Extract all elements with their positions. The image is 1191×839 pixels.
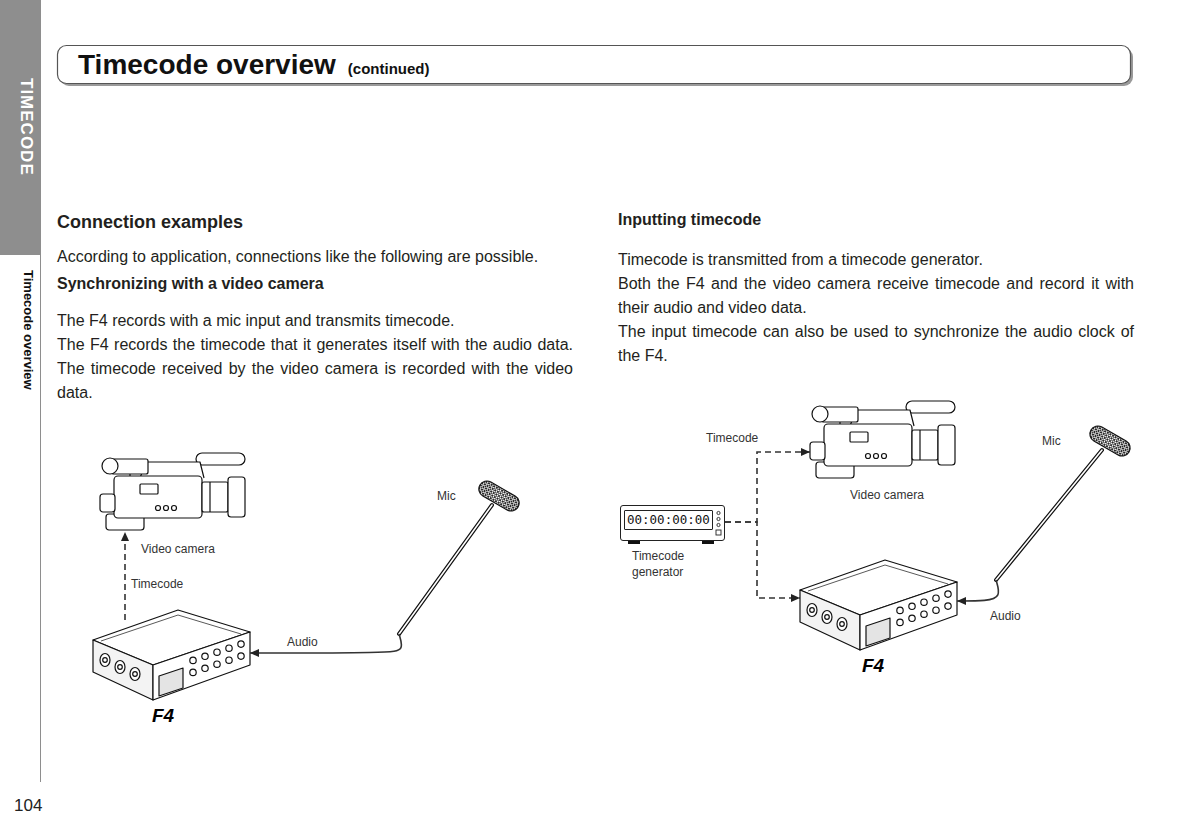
subheading: Synchronizing with a video camera	[57, 272, 573, 296]
mic-windscreen	[1087, 423, 1133, 459]
generator-foot	[702, 541, 714, 544]
connector-label: Audio	[285, 635, 320, 649]
status-leds	[715, 509, 722, 537]
body-text: The F4 records with a mic input and tran…	[57, 309, 573, 333]
generator-foot	[628, 541, 640, 544]
subheading: Inputting timecode	[618, 208, 1134, 232]
shotgun-mic	[399, 478, 522, 634]
timecode-link	[725, 522, 800, 598]
section-tab-label: TIMECODE	[16, 78, 36, 176]
recorder-illustration	[93, 610, 250, 700]
product-logo: F4	[862, 656, 884, 676]
microphone: Mic	[990, 428, 1132, 580]
video-camera-illustration	[810, 401, 955, 478]
video-camera: Video camera	[100, 450, 245, 532]
device-label: Video camera	[850, 487, 924, 503]
audio-cable	[957, 580, 998, 601]
recorder-illustration	[800, 560, 957, 650]
body-text: The F4 records the timecode that it gene…	[57, 333, 573, 405]
device-label: Mic	[1042, 433, 1061, 449]
section-heading: Connection examples	[57, 210, 573, 234]
timecode-link	[124, 532, 126, 620]
connector-label: Timecode	[129, 577, 185, 591]
page-number: 104	[14, 796, 42, 816]
boom-pole	[399, 505, 492, 634]
section-subtab-label: Timecode overview	[20, 270, 36, 390]
microphone: Mic	[392, 482, 524, 634]
mic-windscreen	[476, 478, 522, 514]
status-led	[717, 511, 720, 514]
title-row: Timecode overview (continued)	[78, 47, 429, 83]
body-text: Timecode is transmitted from a timecode …	[618, 248, 1134, 272]
timecode-generator: 00:00:00:00Timecode generator	[620, 505, 725, 541]
margin-rule	[40, 0, 41, 782]
connector-label: Audio	[988, 609, 1023, 623]
device-label: Timecode generator	[632, 548, 704, 580]
page-title: Timecode overview	[78, 47, 336, 83]
status-button	[716, 530, 721, 535]
recorder: F4	[800, 570, 957, 650]
timecode-display: 00:00:00:00	[624, 510, 713, 530]
title-suffix: (continued)	[348, 59, 430, 79]
body-text: Both the F4 and the video camera receive…	[618, 272, 1134, 320]
status-led	[717, 517, 720, 520]
left-column: Connection examplesAccording to applicat…	[57, 210, 573, 405]
timecode-link	[725, 452, 810, 522]
status-led	[717, 523, 720, 526]
product-logo: F4	[152, 706, 174, 726]
section-tab	[0, 0, 40, 255]
connector-label: Timecode	[704, 431, 760, 445]
boom-pole-core	[996, 450, 1102, 580]
shotgun-mic	[996, 423, 1133, 580]
boom-pole-core	[399, 505, 492, 634]
video-camera-illustration	[100, 453, 245, 530]
device-label: Video camera	[141, 541, 215, 557]
video-camera: Video camera	[810, 398, 955, 480]
body-text: The input timecode can also be used to s…	[618, 320, 1134, 368]
audio-cable	[250, 634, 401, 653]
body-text: According to application, connections li…	[57, 245, 573, 269]
boom-pole	[996, 450, 1102, 580]
device-label: Mic	[437, 488, 456, 504]
right-column: Inputting timecodeTimecode is transmitte…	[618, 208, 1134, 368]
recorder: F4	[93, 620, 250, 700]
title-frame	[58, 46, 1131, 84]
